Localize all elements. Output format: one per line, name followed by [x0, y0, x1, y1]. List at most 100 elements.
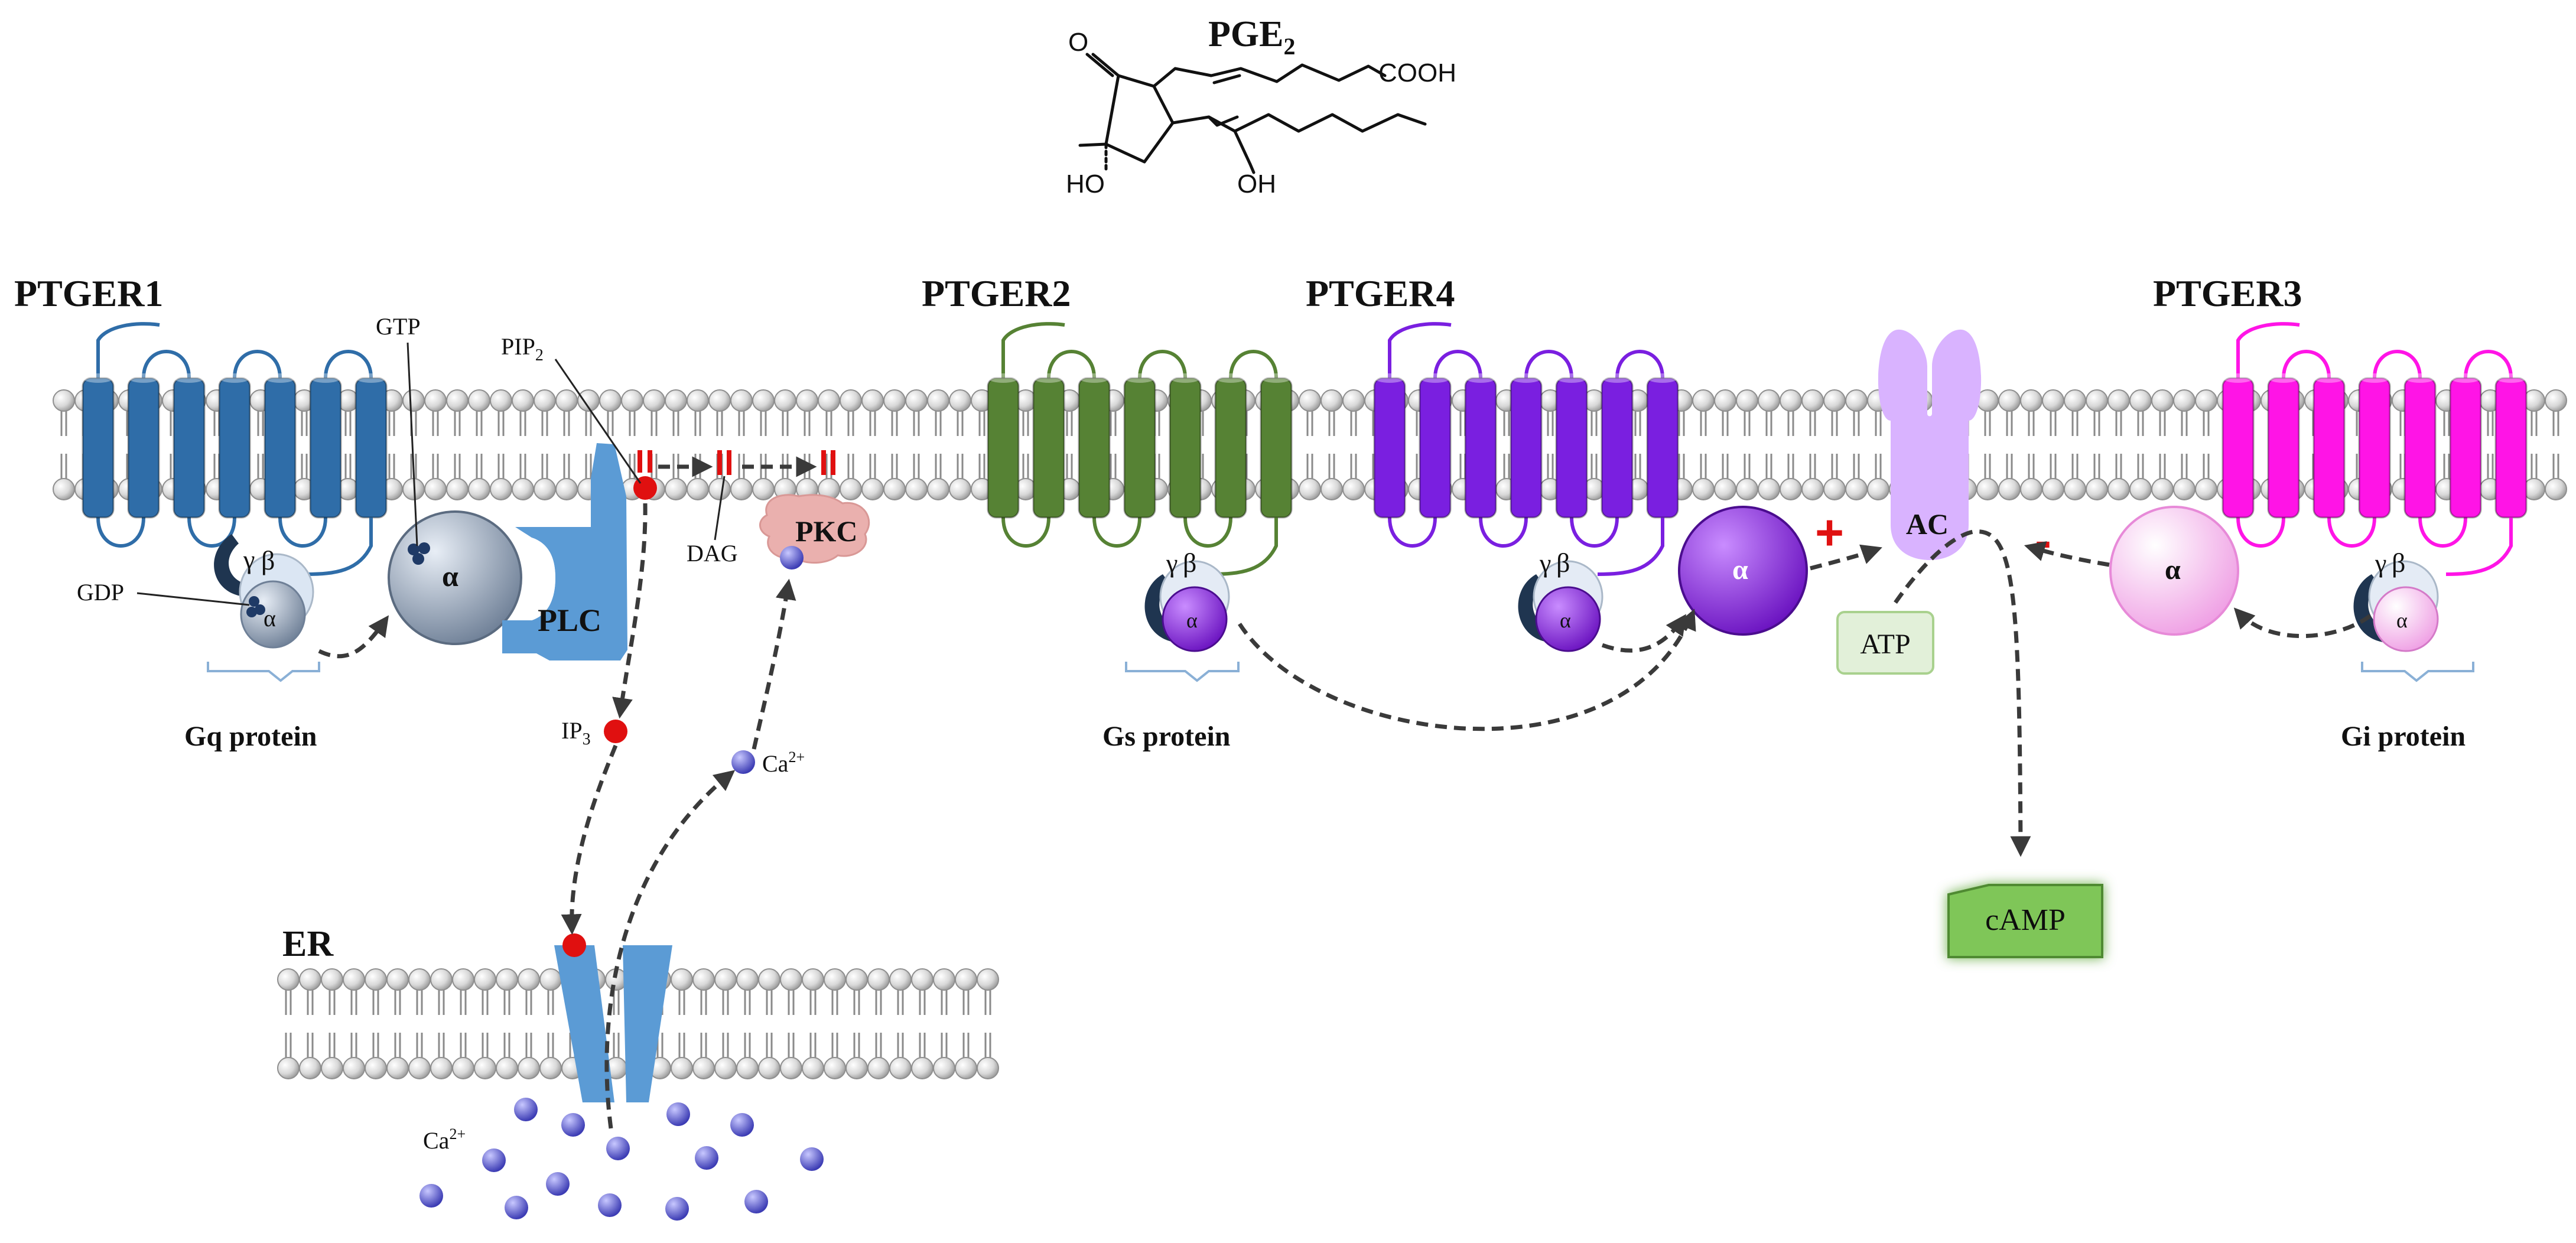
- er-calcium-ion: [598, 1193, 622, 1217]
- phospholipid-head-outer: [2129, 389, 2152, 412]
- gdp-leader-line: [136, 592, 250, 606]
- gq-alpha-active-label: α: [442, 559, 458, 593]
- er-phospholipid-head-outer: [430, 968, 453, 991]
- ketone-oxygen-label: O: [1068, 28, 1088, 57]
- gtp-label: GTP: [376, 313, 421, 340]
- phospholipid-head-inner: [424, 478, 447, 500]
- gi-beta-label: β: [2392, 548, 2405, 578]
- er-phospholipid-head-inner: [692, 1057, 715, 1079]
- phospholipid-head-outer: [905, 389, 928, 412]
- er-calcium-ion: [695, 1146, 718, 1170]
- phospholipid-head-outer: [53, 389, 75, 412]
- phospholipid-head-inner: [1780, 478, 1802, 500]
- er-calcium-pool: [419, 1098, 824, 1221]
- transmembrane-helix: [1601, 377, 1634, 519]
- transmembrane-helix: [1510, 377, 1543, 519]
- phospholipid-head-inner: [1801, 478, 1824, 500]
- plc-enzyme: PLC: [502, 443, 627, 660]
- er-calcium-ion: [800, 1147, 824, 1171]
- er-phospholipid-head-inner: [977, 1057, 999, 1079]
- transmembrane-helix: [1123, 377, 1156, 519]
- er-phospholipid-head-outer: [933, 968, 955, 991]
- phospholipid-head-inner: [2042, 478, 2064, 500]
- pkc-bound-calcium: [780, 546, 804, 570]
- phospholipid-head-inner: [1998, 478, 2021, 500]
- phospholipid-head-outer: [949, 389, 971, 412]
- ip3-to-er-arrow: [561, 744, 618, 935]
- phospholipid-head-outer: [2195, 389, 2217, 412]
- er-calcium-ion: [505, 1196, 528, 1219]
- gi-gamma-label: γ: [2375, 549, 2386, 578]
- phospholipid-head-outer: [752, 389, 775, 412]
- phospholipid-head-outer: [2107, 389, 2130, 412]
- phospholipid-head-outer: [2064, 389, 2086, 412]
- ip3-bound-channel: [562, 933, 586, 957]
- pip2-leader-line: [554, 359, 642, 484]
- phospholipid-head-outer: [1998, 389, 2021, 412]
- phospholipid-head-outer: [774, 389, 796, 412]
- transmembrane-helix: [2358, 377, 2391, 519]
- gs-alpha-active-label: α: [1732, 554, 1748, 585]
- pge2-structure: PGE2 O COOH HO OH: [1066, 14, 1456, 199]
- calcium-to-pkc-arrow: [752, 578, 796, 750]
- er-phospholipid-head-outer: [714, 968, 737, 991]
- gi-activation-arrow: [2233, 607, 2372, 639]
- ip3-label: IP3: [561, 717, 591, 749]
- gs-alpha-active: α: [1678, 506, 1808, 636]
- er-phospholipid-head-outer: [758, 968, 780, 991]
- transmembrane-helix: [127, 377, 160, 519]
- phospholipid-head-outer: [861, 389, 884, 412]
- phospholipid-head-outer: [2020, 389, 2042, 412]
- phospholipid-head-outer: [665, 389, 687, 412]
- phospholipid-head-inner: [949, 478, 971, 500]
- phospholipid-head-outer: [1299, 389, 1321, 412]
- er-calcium-ion: [561, 1113, 585, 1137]
- phospholipid-head-outer: [1736, 389, 1758, 412]
- phospholipid-head-outer: [1758, 389, 1780, 412]
- transmembrane-helix: [354, 377, 388, 519]
- transmembrane-helix: [218, 377, 251, 519]
- ptger2-label: PTGER2: [922, 272, 1071, 314]
- phospholipid-head-inner: [2086, 478, 2108, 500]
- gq-heterotrimer: γ β α: [214, 534, 314, 649]
- gdp-label: GDP: [77, 579, 124, 606]
- gs2-activation-arrow: [1238, 609, 1696, 731]
- atp-box: ATP: [1836, 611, 1934, 675]
- gs4-gamma-label: γ: [1539, 549, 1551, 578]
- phospholipid-head-outer: [840, 389, 862, 412]
- transmembrane-helix: [1646, 377, 1679, 519]
- er-phospholipid-head-outer: [321, 968, 343, 991]
- phospholipid-head-outer: [2086, 389, 2108, 412]
- er-calcium-ion: [744, 1190, 768, 1213]
- pip2-label: PIP2: [501, 333, 544, 365]
- cytosolic-calcium: [731, 750, 755, 774]
- er-calcium-ion: [666, 1102, 690, 1126]
- dag-leader-line: [714, 476, 726, 541]
- phospholipid-head-inner: [490, 478, 512, 500]
- er-phospholipid-head-inner: [496, 1057, 518, 1079]
- gi-alpha-active: α: [2109, 506, 2239, 636]
- gs-protein-label: Gs protein: [1102, 721, 1230, 752]
- er-phospholipid-head-outer: [802, 968, 824, 991]
- gs2-beta-label: β: [1183, 548, 1196, 578]
- ptger1-label: PTGER1: [14, 272, 163, 314]
- phospholipid-head-outer: [1801, 389, 1824, 412]
- transmembrane-helix: [1555, 377, 1588, 519]
- phospholipid-head-inner: [927, 478, 949, 500]
- transmembrane-helix: [173, 377, 206, 519]
- phospholipid-head-inner: [1823, 478, 1846, 500]
- phospholipid-head-outer: [446, 389, 469, 412]
- er-phospholipid-head-inner: [321, 1057, 343, 1079]
- gi-inhibits-ac-arrow: [2024, 541, 2110, 567]
- phospholipid-head-outer: [468, 389, 490, 412]
- phospholipid-head-inner: [1714, 478, 1736, 500]
- er-phospholipid-head-outer: [780, 968, 802, 991]
- er-phospholipid-head-outer: [911, 968, 934, 991]
- er-phospholipid-head-inner: [343, 1057, 365, 1079]
- transmembrane-helix: [1419, 377, 1452, 519]
- gi-heterotrimer: γ β α: [2353, 548, 2439, 652]
- transmembrane-helix: [2449, 377, 2482, 519]
- er-phospholipid-head-outer: [692, 968, 715, 991]
- camp-label: cAMP: [1985, 903, 2066, 937]
- gs-heterotrimer-ptger2: γ β α: [1144, 548, 1230, 652]
